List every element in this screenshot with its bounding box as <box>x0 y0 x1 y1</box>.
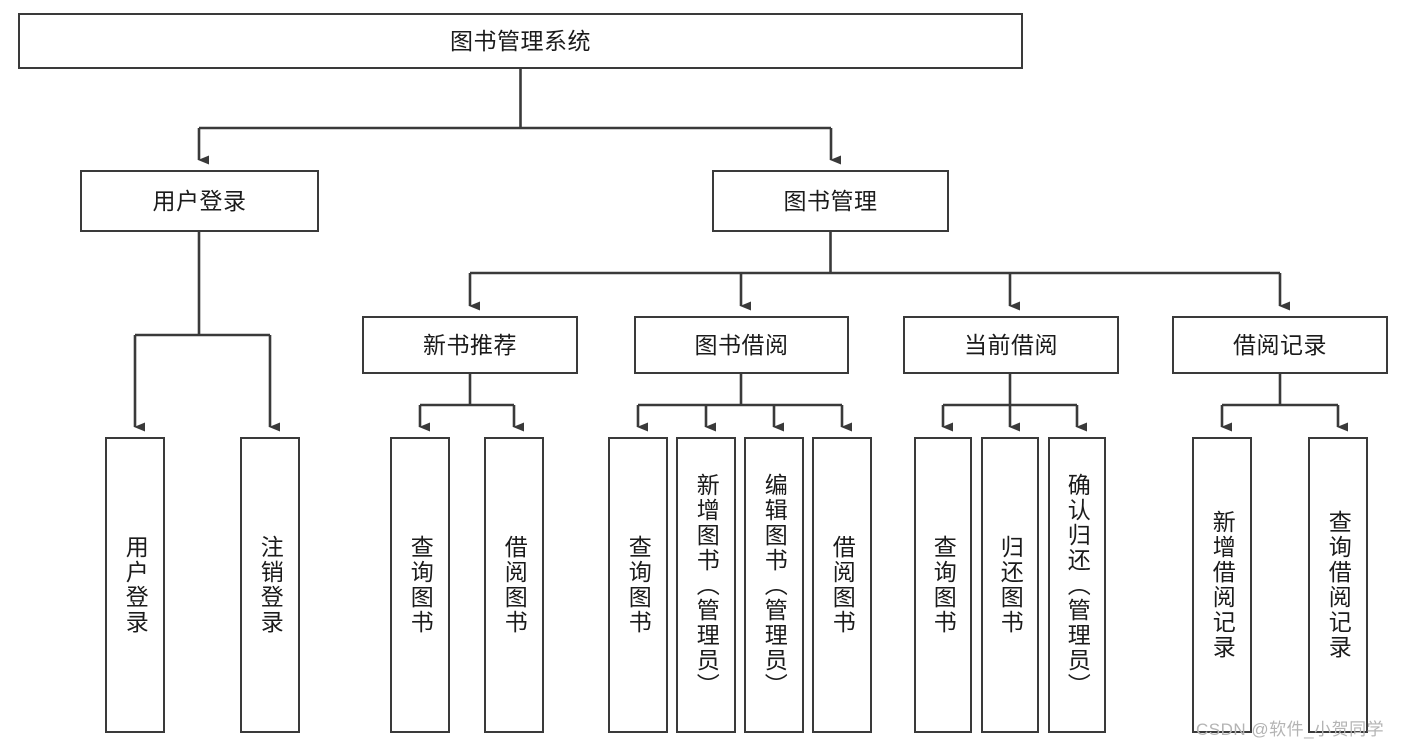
node-root-label: 图书管理系统 <box>450 27 591 54</box>
node-current-borrow-label: 当前借阅 <box>964 331 1058 358</box>
leaf-confirm-return-admin[interactable]: 确认归还（管理员） <box>1048 437 1106 733</box>
leaf-query-borrow-record-label: 查询借阅记录 <box>1325 510 1352 660</box>
leaf-query-book-borrow[interactable]: 查询图书 <box>608 437 668 733</box>
leaf-borrow-book-recommend[interactable]: 借阅图书 <box>484 437 544 733</box>
leaf-add-borrow-record-label: 新增借阅记录 <box>1209 510 1236 660</box>
node-root[interactable]: 图书管理系统 <box>18 13 1023 69</box>
leaf-query-book-recommend-label: 查询图书 <box>407 535 434 635</box>
leaf-query-borrow-record[interactable]: 查询借阅记录 <box>1308 437 1368 733</box>
node-book-borrow-label: 图书借阅 <box>694 331 789 358</box>
node-new-book-recommend[interactable]: 新书推荐 <box>362 316 578 374</box>
node-book-management[interactable]: 图书管理 <box>712 170 949 232</box>
leaf-user-login[interactable]: 用户登录 <box>105 437 165 733</box>
node-user-login-label: 用户登录 <box>152 187 247 214</box>
leaf-query-book-recommend[interactable]: 查询图书 <box>390 437 450 733</box>
leaf-return-book-label: 归还图书 <box>997 535 1024 635</box>
leaf-query-book-borrow-label: 查询图书 <box>625 535 652 635</box>
leaf-add-borrow-record[interactable]: 新增借阅记录 <box>1192 437 1252 733</box>
node-book-borrow[interactable]: 图书借阅 <box>634 316 849 374</box>
leaf-query-book-current-label: 查询图书 <box>930 535 957 635</box>
leaf-query-book-current[interactable]: 查询图书 <box>914 437 972 733</box>
node-user-login[interactable]: 用户登录 <box>80 170 319 232</box>
leaf-borrow-book[interactable]: 借阅图书 <box>812 437 872 733</box>
node-borrow-record[interactable]: 借阅记录 <box>1172 316 1388 374</box>
watermark-text: CSDN @软件_小贺同学 <box>1196 720 1385 739</box>
leaf-add-book-admin[interactable]: 新增图书（管理员） <box>676 437 736 733</box>
node-book-management-label: 图书管理 <box>783 187 878 214</box>
leaf-logout-label: 注销登录 <box>257 535 284 635</box>
node-borrow-record-label: 借阅记录 <box>1233 331 1327 358</box>
leaf-confirm-return-admin-label: 确认归还（管理员） <box>1064 472 1091 698</box>
leaf-logout[interactable]: 注销登录 <box>240 437 300 733</box>
leaf-add-book-admin-label: 新增图书（管理员） <box>693 472 720 698</box>
node-current-borrow[interactable]: 当前借阅 <box>903 316 1119 374</box>
leaf-edit-book-admin[interactable]: 编辑图书（管理员） <box>744 437 804 733</box>
node-new-book-recommend-label: 新书推荐 <box>423 331 517 358</box>
leaf-borrow-book-label: 借阅图书 <box>829 535 856 635</box>
leaf-edit-book-admin-label: 编辑图书（管理员） <box>761 472 788 698</box>
leaf-user-login-label: 用户登录 <box>122 535 149 635</box>
leaf-return-book[interactable]: 归还图书 <box>981 437 1039 733</box>
leaf-borrow-book-recommend-label: 借阅图书 <box>501 535 528 635</box>
